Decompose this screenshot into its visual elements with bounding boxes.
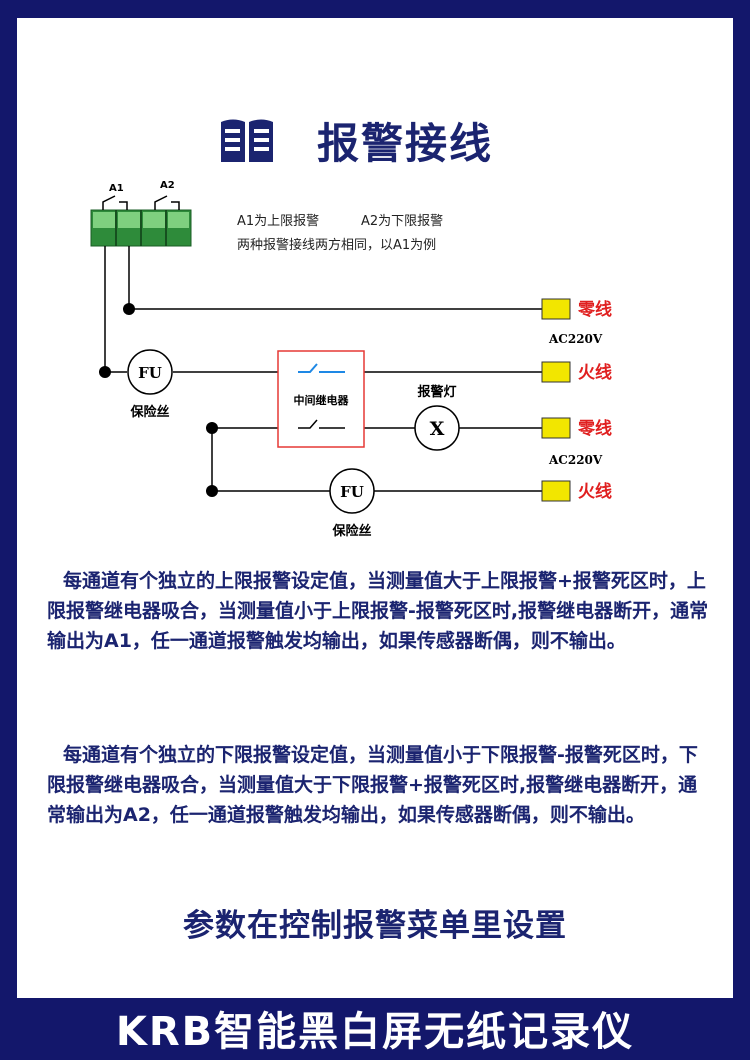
alarm-lamp-x: X: [430, 418, 445, 440]
relay-switch-blue-icon: [298, 363, 345, 373]
setting-note: 参数在控制报警菜单里设置: [183, 908, 567, 944]
fuse-2-label: 保险丝: [331, 523, 371, 539]
junction-dot: [99, 366, 111, 378]
neutral-label-2: 零线: [577, 418, 612, 439]
footer-product-name: KRB智能黑白屏无纸记录仪: [115, 1009, 635, 1055]
intermediate-relay-box: [277, 350, 365, 448]
fuse-2-symbol: [329, 468, 375, 514]
terminal-live-1: [541, 361, 571, 383]
lower-alarm-description: 每通道有个独立的下限报警设定值，当测量值小于下限报警-报警死区时，下限报警继电器…: [47, 744, 698, 826]
fuse-1-label: 保险丝: [129, 404, 169, 420]
ac-voltage-1: AC220V: [548, 332, 603, 346]
page-title: 报警接线: [317, 119, 494, 168]
relay-label-a2: A2: [160, 180, 175, 191]
alarm-lamp-symbol: [414, 405, 460, 451]
ac-voltage-2: AC220V: [548, 453, 603, 467]
junction-dot: [123, 303, 135, 315]
wires: [104, 246, 542, 492]
wiring-diagram: A1 A2 A1为上限报警 A2为下限报警 两种报警接线两方相同，以A1为例 F…: [90, 180, 612, 539]
alarm-lamp-label: 报警灯: [417, 384, 456, 400]
neutral-label-1: 零线: [577, 299, 612, 320]
junction-dot: [206, 485, 218, 497]
terminal-live-2: [541, 480, 571, 502]
book-icon: [221, 119, 273, 162]
note-a2: A2为下限报警: [361, 213, 443, 229]
title-row: 报警接线: [17, 110, 733, 180]
intermediate-relay-label: 中间继电器: [294, 393, 350, 407]
note-same-wiring: 两种报警接线两方相同，以A1为例: [237, 237, 436, 253]
note-a1: A1为上限报警: [237, 213, 319, 229]
live-label-1: 火线: [578, 362, 612, 383]
junction-dot: [206, 422, 218, 434]
relay-switch-black-icon: [298, 419, 345, 429]
relay-terminal-block: [90, 195, 192, 247]
relay-label-a1: A1: [109, 183, 124, 194]
terminal-neutral-2: [541, 417, 571, 439]
content-panel: 报警接线 A1 A2 A1为上限报警 A2为下限报警 两种报警接线两方相同，以A…: [17, 18, 733, 998]
live-label-2: 火线: [578, 481, 612, 502]
fuse-1-symbol: [127, 349, 173, 395]
fuse-2-text: FU: [340, 483, 364, 501]
upper-alarm-description: 每通道有个独立的上限报警设定值，当测量值大于上限报警+报警死区时，上限报警继电器…: [47, 570, 709, 652]
fuse-1-text: FU: [138, 364, 162, 382]
terminal-neutral-1: [541, 298, 571, 320]
